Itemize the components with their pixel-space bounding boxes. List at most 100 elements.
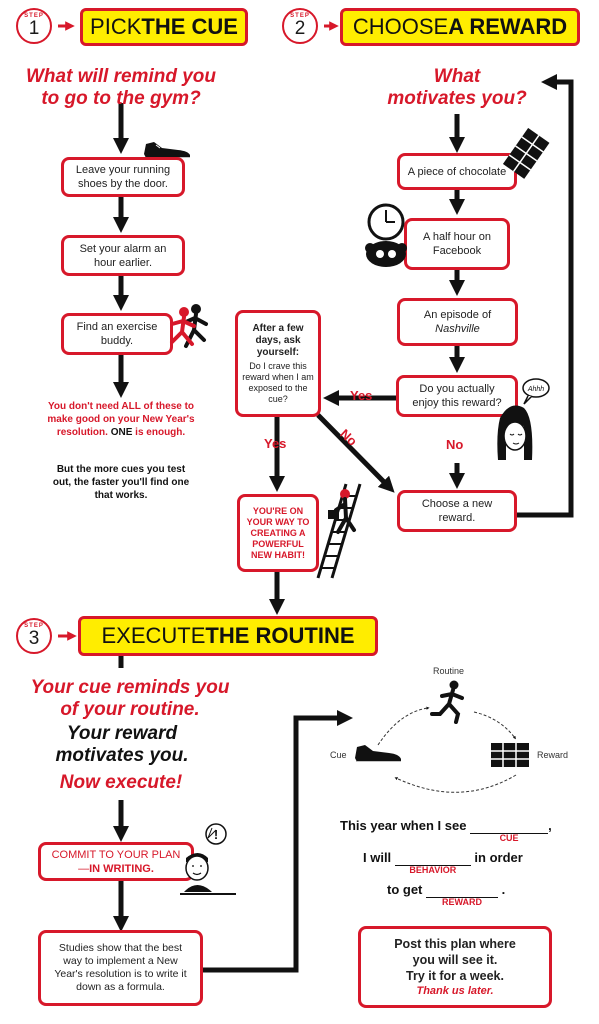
new-habit-box: YOU'RE ON YOUR WAY TO CREATING A POWERFU… bbox=[237, 494, 319, 572]
ladder-climber-icon bbox=[316, 483, 362, 579]
step3-title-banner: EXECUTE THE ROUTINE bbox=[78, 616, 378, 656]
cue-box-shoes-text: Leave your running shoes by the door. bbox=[75, 164, 171, 190]
blank-behavior[interactable]: BEHAVIOR bbox=[394, 850, 471, 875]
reward-box-nashville-text: An episode of Nashville bbox=[424, 308, 491, 336]
reward-box-nashville: An episode of Nashville bbox=[397, 298, 518, 346]
step3-step-label: STEP bbox=[24, 623, 44, 629]
chocolate-bar-icon bbox=[503, 128, 550, 179]
study-text: Studies show that the best way to implem… bbox=[54, 942, 187, 993]
runners-icon bbox=[170, 304, 208, 348]
cue-note-one: ONE bbox=[110, 427, 133, 438]
step1-step-label: STEP bbox=[24, 13, 44, 19]
step1-badge: STEP 1 bbox=[16, 8, 52, 44]
blank-behavior-label: BEHAVIOR bbox=[409, 865, 457, 875]
commit-writing-box: COMMIT TO YOUR PLAN—IN WRITING. bbox=[38, 842, 194, 881]
step1-title-banner: PICK THE CUE bbox=[80, 8, 248, 46]
formula-line1: This year when I see CUE , bbox=[340, 818, 552, 843]
step3-title-b: THE ROUTINE bbox=[205, 623, 355, 648]
runner-icon bbox=[430, 680, 464, 724]
step1-question-line2: to go to the gym? bbox=[41, 88, 201, 109]
new-habit-text: YOU'RE ON YOUR WAY TO CREATING A POWERFU… bbox=[246, 505, 310, 560]
cue-box-buddy-text: Find an exercise buddy. bbox=[76, 321, 158, 347]
svg-text:!: ! bbox=[214, 827, 218, 842]
ask-yourself-body: Do I crave this reward when I am exposed… bbox=[242, 360, 314, 404]
reward-box-enjoy: Do you actually enjoy this reward? bbox=[396, 375, 518, 417]
reward-box-choose-new: Choose a new reward. bbox=[397, 490, 517, 532]
step2-number: 2 bbox=[294, 18, 306, 39]
commit-writing-text: COMMIT TO YOUR PLAN—IN WRITING. bbox=[47, 848, 185, 876]
cycle-label-reward: Reward bbox=[537, 750, 569, 760]
cue-box-buddy: Find an exercise buddy. bbox=[61, 313, 173, 355]
reward-box-chocolate: A piece of chocolate bbox=[397, 153, 517, 190]
blank-cue[interactable]: CUE bbox=[470, 818, 549, 843]
reward-chocolate-icon bbox=[491, 743, 529, 767]
step1-title-a: PICK bbox=[90, 14, 142, 39]
cycle-label-routine: Routine bbox=[433, 666, 465, 676]
step2-question-line2: motivates you? bbox=[387, 88, 527, 109]
ask-yourself-title: After a few days, ask yourself: bbox=[252, 322, 304, 358]
step2-question: What motivates you? bbox=[368, 66, 546, 110]
cue-box-alarm-text: Set your alarm an hour earlier. bbox=[79, 242, 167, 269]
blank-cue-label: CUE bbox=[499, 833, 519, 843]
commit-text-a: COMMIT TO YOUR PLAN— bbox=[51, 848, 181, 875]
post-line1: Post this plan where bbox=[394, 936, 516, 951]
step3-red-line2: of your routine. bbox=[60, 699, 200, 720]
cue-box-alarm: Set your alarm an hour earlier. bbox=[61, 235, 185, 276]
commit-text-b: IN WRITING. bbox=[89, 862, 154, 875]
step3-title-a: EXECUTE bbox=[101, 623, 206, 648]
speech-bubble-text: Ahhh bbox=[527, 386, 544, 393]
blank-reward[interactable]: REWARD bbox=[426, 882, 499, 907]
reward-box-chocolate-text: A piece of chocolate bbox=[407, 165, 507, 178]
cue-note-red-1: You don't need ALL of these to make good… bbox=[47, 401, 195, 438]
step1-number: 1 bbox=[28, 18, 40, 39]
alarm-clock-icon bbox=[365, 203, 407, 267]
formula-line2-b: in order bbox=[474, 850, 523, 865]
formula-line3-text: to get bbox=[387, 882, 423, 897]
post-line4: Thank us later. bbox=[416, 984, 494, 997]
cue-note-black: But the more cues you test out, the fast… bbox=[48, 463, 194, 502]
step2-title-b: A REWARD bbox=[448, 14, 568, 39]
formula-line3: to get REWARD . bbox=[387, 882, 506, 907]
step2-step-label: STEP bbox=[290, 13, 310, 19]
step1-question: What will remind you to go to the gym? bbox=[0, 66, 242, 110]
post-line3: Try it for a week. bbox=[406, 968, 504, 983]
step2-title-banner: CHOOSE A REWARD bbox=[340, 8, 580, 46]
step2-title-a: CHOOSE bbox=[352, 14, 449, 39]
reward-box-facebook-text: A half hour on Facebook bbox=[423, 231, 491, 257]
formula-line2: I will BEHAVIOR in order bbox=[363, 850, 523, 875]
cue-note-black-text: But the more cues you test out, the fast… bbox=[52, 464, 190, 501]
formula-line1-text: This year when I see bbox=[340, 818, 467, 833]
cue-note-red: You don't need ALL of these to make good… bbox=[40, 400, 202, 439]
step3-now-execute: Now execute! bbox=[32, 772, 210, 794]
step2-question-line1: What bbox=[433, 66, 481, 87]
step2-badge: STEP 2 bbox=[282, 8, 318, 44]
step3-red-line3: Now execute! bbox=[59, 772, 183, 793]
step3-cue-reminds: Your cue reminds you of your routine. bbox=[0, 677, 260, 721]
reward-box-enjoy-text: Do you actually enjoy this reward? bbox=[412, 383, 502, 409]
cue-shoe-icon bbox=[355, 745, 401, 763]
writing-man-icon: ! bbox=[180, 823, 236, 895]
step3-red-line1: Your cue reminds you bbox=[30, 677, 230, 698]
study-box: Studies show that the best way to implem… bbox=[38, 930, 203, 1006]
post-line2: you will see it. bbox=[412, 952, 498, 967]
reward-box-choose-new-text: Choose a new reward. bbox=[421, 498, 493, 524]
step3-black-line2: motivates you. bbox=[55, 745, 189, 766]
reward-box-facebook: A half hour on Facebook bbox=[404, 218, 510, 270]
ask-yourself-box: After a few days, ask yourself: Do I cra… bbox=[235, 310, 321, 417]
formula-line2-a: I will bbox=[363, 850, 392, 865]
cycle-label-cue: Cue bbox=[330, 750, 347, 760]
reward-box-nashville-b: Nashville bbox=[435, 323, 480, 335]
woman-face-icon: Ahhh bbox=[497, 378, 550, 460]
step3-badge: STEP 3 bbox=[16, 618, 52, 654]
blank-reward-label: REWARD bbox=[442, 897, 483, 907]
label-yes-down: Yes bbox=[264, 436, 287, 451]
step3-reward-motivates: Your reward motivates you. bbox=[32, 723, 212, 767]
cue-box-shoes: Leave your running shoes by the door. bbox=[61, 157, 185, 197]
label-no-down: No bbox=[446, 437, 464, 452]
label-yes-left: Yes bbox=[350, 388, 373, 403]
cue-note-red-2: is enough. bbox=[135, 427, 186, 438]
post-plan-box: Post this plan where you will see it. Tr… bbox=[358, 926, 552, 1008]
step3-number: 3 bbox=[28, 628, 40, 649]
step3-black-line1: Your reward bbox=[66, 723, 178, 744]
